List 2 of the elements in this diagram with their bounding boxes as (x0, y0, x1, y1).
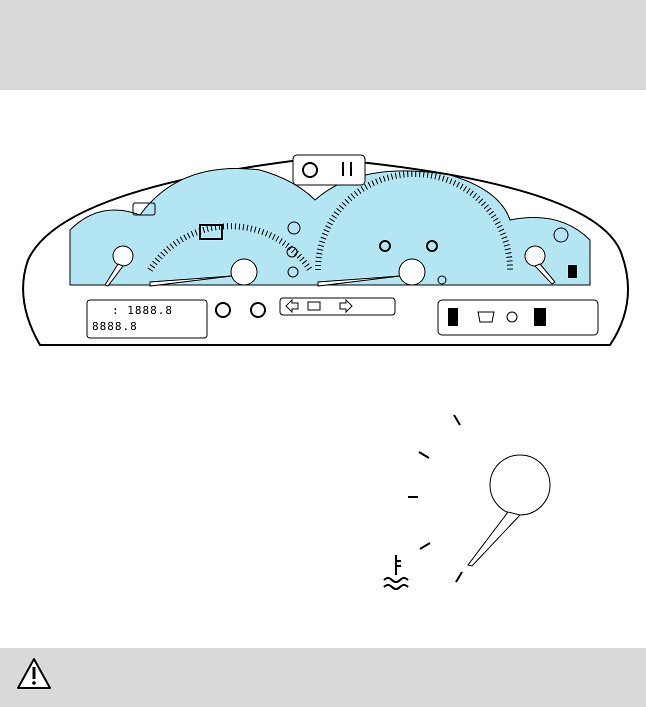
trip-odometer-reading: 8888.8 (92, 320, 138, 333)
odometer-reading: : 1888.8 (112, 304, 173, 317)
